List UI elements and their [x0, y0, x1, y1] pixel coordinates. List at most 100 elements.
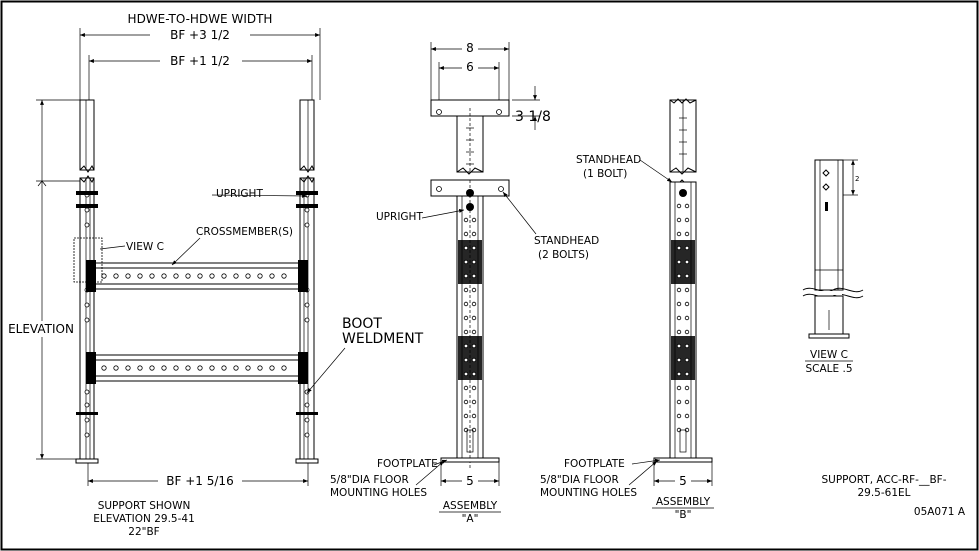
bolt-hole — [676, 245, 682, 251]
crossmember-upper — [86, 260, 308, 292]
bolt-hole — [233, 273, 239, 279]
bolt-hole — [463, 343, 469, 349]
bolt-hole — [185, 273, 191, 279]
bolt-hole — [676, 385, 682, 391]
label-standhead-b-l2: (1 BOLT) — [583, 168, 627, 180]
bolt-hole — [684, 301, 690, 307]
assembly-a-bolts — [466, 189, 474, 211]
bolt-hole — [463, 385, 469, 391]
bolt-hole — [684, 315, 690, 321]
dim-a-bottom-5: 5 — [466, 474, 474, 488]
bolt-hole — [101, 273, 107, 279]
dim-a-3-1-8: 3 1/8 — [515, 109, 551, 125]
dim-c-2: 2 — [855, 175, 859, 183]
bolt-hole — [161, 273, 167, 279]
bolt-hole — [471, 273, 477, 279]
bolt-hole — [684, 217, 690, 223]
bolt-hole — [137, 273, 143, 279]
bolt-hole — [269, 365, 275, 371]
assembly-b-brackets — [671, 240, 695, 380]
bolt-hole — [173, 365, 179, 371]
assembly-a-brackets — [458, 240, 482, 380]
bolt-hole — [269, 273, 275, 279]
bolt-hole — [676, 301, 682, 307]
dim-elevation: ELEVATION — [8, 322, 74, 336]
caption-view-c-l1: VIEW C — [810, 349, 848, 361]
label-holes-b-l1: 5/8"DIA FLOOR — [540, 474, 619, 486]
dim-a-top-6: 6 — [466, 60, 474, 74]
bolt-hole — [676, 329, 682, 335]
bolt-hole — [209, 273, 215, 279]
bolt-hole — [471, 301, 477, 307]
bolt-hole — [471, 245, 477, 251]
view-c-detail: 2 VIEW C SCALE .5 — [802, 159, 864, 375]
bolt-hole — [471, 329, 477, 335]
bolt-hole — [161, 365, 167, 371]
upright-bolts — [76, 191, 318, 415]
caption-assembly-b-l2: "B" — [675, 509, 692, 521]
bolt-hole — [684, 329, 690, 335]
bolt-hole — [684, 231, 690, 237]
caption-support-l1: SUPPORT SHOWN — [98, 500, 191, 512]
bolt-hole — [676, 287, 682, 293]
bolt-hole — [185, 365, 191, 371]
bolt-hole — [463, 217, 469, 223]
bolt-hole — [676, 217, 682, 223]
bolt-hole — [471, 399, 477, 405]
bolt-hole — [676, 371, 682, 377]
bolt-hole — [257, 273, 263, 279]
bolt-hole — [463, 413, 469, 419]
bolt-hole — [684, 203, 690, 209]
assembly-b-holes — [676, 203, 690, 433]
title-block: SUPPORT, ACC-RF-__BF- 29.5-61EL 05A071 A — [821, 474, 965, 518]
bolt-hole — [684, 245, 690, 251]
label-boot-l1: BOOT — [342, 316, 382, 332]
view-c-callout-box — [73, 237, 103, 283]
bolt-hole — [463, 371, 469, 377]
bolt-hole — [676, 357, 682, 363]
bolt-hole — [684, 259, 690, 265]
crossmember-holes — [101, 273, 287, 371]
assembly-a-view: 8 6 3 1/8 — [330, 41, 599, 525]
caption-view-c-l2: SCALE .5 — [805, 363, 852, 375]
caption-assembly-b-l1: ASSEMBLY — [656, 496, 711, 508]
assembly-b-view: 5 STANDHEAD (1 BOLT) FOOTPLATE 5/8"DIA F… — [540, 98, 714, 521]
bolt-hole — [149, 365, 155, 371]
bolt-hole — [471, 217, 477, 223]
front-elevation-view: HDWE-TO-HDWE WIDTH BF +3 1/2 BF +1 1/2 E… — [4, 12, 424, 538]
dim-bf-plus-1-5-16: BF +1 5/16 — [166, 474, 233, 488]
dim-bf-plus-1-half: BF +1 1/2 — [170, 54, 230, 68]
dim-b-bottom-5: 5 — [679, 474, 687, 488]
bolt-hole — [463, 399, 469, 405]
bolt-hole — [676, 343, 682, 349]
bolt-hole — [113, 365, 119, 371]
assembly-a-holes — [463, 217, 477, 433]
bolt-hole — [197, 365, 203, 371]
label-upright-front: UPRIGHT — [216, 188, 263, 200]
label-standhead-a-l2: (2 BOLTS) — [538, 249, 589, 261]
bolt-hole — [471, 259, 477, 265]
dim-a-top-8: 8 — [466, 41, 474, 55]
bolt-hole — [676, 315, 682, 321]
bolt-hole — [471, 371, 477, 377]
bolt-hole — [257, 365, 263, 371]
label-holes-a-l2: MOUNTING HOLES — [330, 487, 427, 499]
bolt-hole — [471, 357, 477, 363]
part-description-l2: 29.5-61EL — [857, 487, 910, 499]
bolt-hole — [676, 413, 682, 419]
bolt-hole — [676, 231, 682, 237]
bolt-hole — [676, 273, 682, 279]
bolt-hole — [684, 385, 690, 391]
bolt-hole — [149, 273, 155, 279]
label-footplate-b: FOOTPLATE — [564, 458, 625, 470]
part-description-l1: SUPPORT, ACC-RF-__BF- — [821, 474, 946, 486]
label-view-c-callout: VIEW C — [126, 241, 164, 253]
bolt-hole — [463, 287, 469, 293]
caption-support-l3: 22"BF — [128, 526, 159, 538]
dim-hdwe-width-l2: BF +3 1/2 — [170, 28, 230, 42]
bolt-hole — [684, 399, 690, 405]
bolt-hole — [676, 203, 682, 209]
bolt-hole — [463, 245, 469, 251]
bolt-hole — [463, 259, 469, 265]
